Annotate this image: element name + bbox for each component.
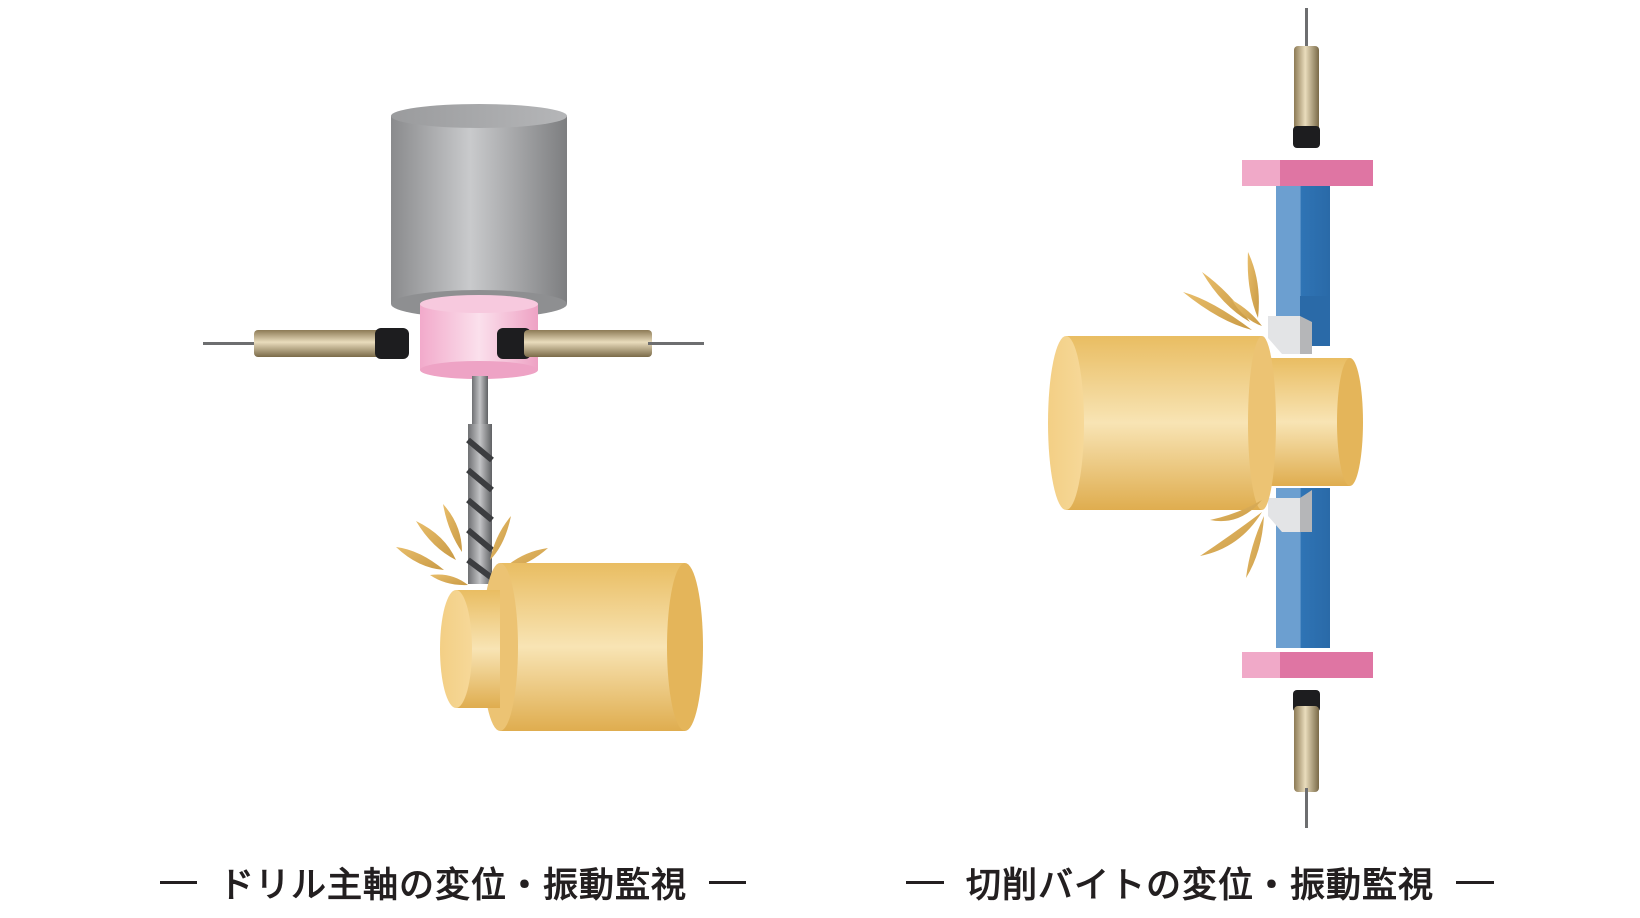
workpiece-drill (440, 563, 703, 731)
drill-spindle-assembly (203, 104, 704, 731)
caption-cutting-tool: 切削バイトの変位・振動監視 (880, 852, 1520, 912)
proximity-sensor-bottom (1293, 690, 1320, 828)
sensor-cable (203, 342, 257, 345)
caption-drill-spindle: ドリル主軸の変位・振動監視 (138, 852, 768, 912)
tool-insert-lower (1268, 490, 1312, 532)
caption-text: 切削バイトの変位・振動監視 (965, 865, 1434, 906)
cutting-tool-assembly (1048, 8, 1373, 828)
sensor-cable (1305, 788, 1308, 828)
cutting-chips-drill (396, 504, 548, 586)
tool-insert-upper (1268, 316, 1312, 354)
caption-dash (905, 880, 944, 884)
caption-dash (709, 880, 746, 884)
drill-bit (466, 376, 494, 584)
sensor-body (524, 330, 652, 357)
sensor-body (1294, 46, 1319, 132)
clamp-top (1242, 160, 1373, 186)
caption-dash (160, 880, 197, 884)
workpiece-lathe (1048, 336, 1363, 510)
sensor-cable (1305, 8, 1308, 50)
sensor-cable (648, 342, 704, 345)
sensor-body (254, 330, 382, 357)
clamp-bottom (1242, 652, 1373, 678)
sensor-head (375, 328, 409, 359)
spindle-housing (391, 104, 567, 318)
caption-text: ドリル主軸の変位・振動監視 (218, 865, 687, 906)
sensor-head (497, 328, 531, 359)
caption-dash (1456, 880, 1494, 884)
proximity-sensor-top (1293, 8, 1320, 148)
sensor-body (1294, 706, 1319, 792)
proximity-sensor-left (203, 328, 409, 359)
sensor-head (1293, 126, 1320, 148)
proximity-sensor-right (497, 328, 704, 359)
cutting-chips-lathe (1183, 252, 1264, 578)
